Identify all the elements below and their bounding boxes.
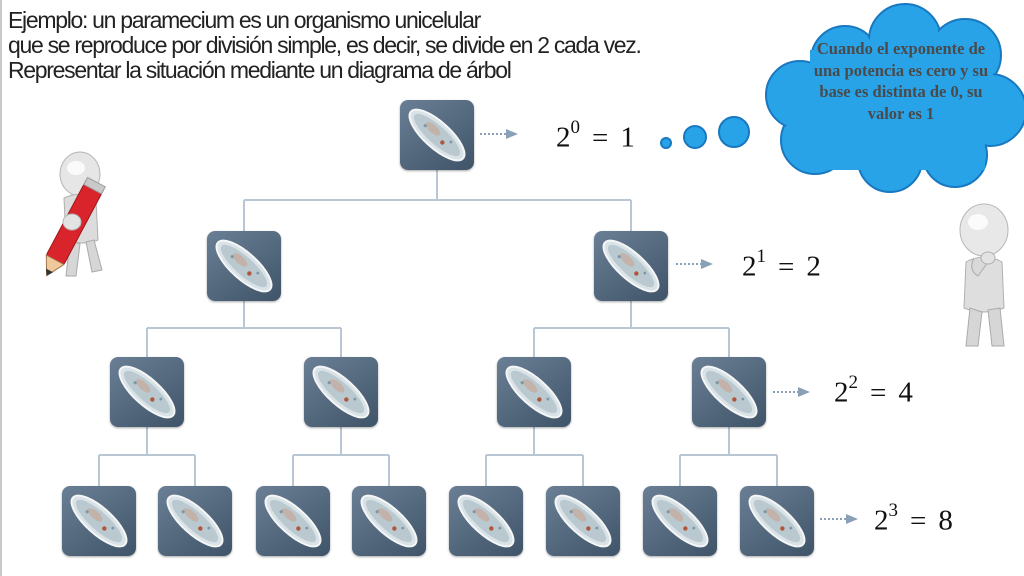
- paramecium-icon: [457, 494, 515, 548]
- paramecium-icon: [118, 365, 176, 419]
- formula-equals: =: [910, 504, 927, 537]
- node-level-3: [643, 486, 717, 556]
- node-level-2: [110, 357, 184, 427]
- intro-line-1: Ejemplo: un paramecium es un organismo u…: [8, 7, 481, 33]
- formula-exponent: 3: [888, 500, 899, 521]
- pencil-figure-icon: [45, 151, 106, 277]
- paramecium-icon: [166, 494, 224, 548]
- paramecium-icon: [264, 494, 322, 548]
- paramecium-icon: [602, 239, 660, 293]
- node-level-0: [400, 100, 474, 170]
- formula-value: 1: [620, 121, 635, 154]
- connector-lines: [98, 168, 778, 487]
- level-arrows: [480, 129, 858, 524]
- arrow-level-0: [480, 129, 518, 139]
- paramecium-icon: [312, 365, 370, 419]
- cloud-text: Cuando el exponente de una potencia es c…: [813, 39, 989, 123]
- formula-value: 8: [938, 504, 953, 537]
- paramecium-icon: [505, 365, 563, 419]
- node-level-3: [158, 486, 232, 556]
- thinking-figure-icon: [959, 203, 1009, 347]
- formula-level-0: 20 = 1: [556, 117, 635, 155]
- paramecium-icon: [215, 239, 273, 293]
- formula-base: 2: [874, 504, 889, 537]
- intro-line-3: Representar la situación mediante un dia…: [8, 57, 512, 83]
- node-level-3: [62, 486, 136, 556]
- intro-line-2: que se reproduce por división simple, es…: [8, 32, 642, 58]
- formula-base: 2: [556, 121, 571, 154]
- node-level-3: [740, 486, 814, 556]
- node-level-1: [207, 231, 281, 301]
- formula-level-3: 23 = 8: [874, 500, 953, 538]
- intro-text: Ejemplo: un paramecium es un organismo u…: [8, 8, 748, 83]
- node-level-2: [692, 357, 766, 427]
- node-level-3: [546, 486, 620, 556]
- paramecium-icon: [554, 494, 612, 548]
- node-level-3: [449, 486, 523, 556]
- paramecium-icon: [651, 494, 709, 548]
- node-level-2: [497, 357, 571, 427]
- arrow-level-1: [676, 259, 713, 269]
- formula-value: 4: [898, 376, 913, 409]
- node-level-3: [256, 486, 330, 556]
- paramecium-icon: [748, 494, 806, 548]
- arrow-level-3: [820, 514, 858, 524]
- formula-exponent: 1: [756, 246, 767, 267]
- formula-equals: =: [592, 121, 609, 154]
- paramecium-icon: [360, 494, 418, 548]
- formula-exponent: 0: [570, 117, 581, 138]
- node-level-1: [594, 231, 668, 301]
- formula-equals: =: [778, 250, 795, 283]
- formula-level-1: 21=2: [742, 246, 821, 284]
- formula-level-2: 22 = 4: [834, 372, 913, 410]
- paramecium-icon: [700, 365, 758, 419]
- formula-exponent: 2: [848, 372, 859, 393]
- formula-base: 2: [834, 376, 849, 409]
- node-level-2: [304, 357, 378, 427]
- thought-bubbles: [660, 116, 750, 149]
- left-edge-line: [0, 0, 2, 576]
- arrow-level-2: [773, 387, 810, 397]
- paramecium-icon: [70, 494, 128, 548]
- formula-value: 2: [806, 250, 821, 283]
- formula-base: 2: [742, 250, 757, 283]
- formula-equals: =: [870, 376, 887, 409]
- paramecium-icon: [408, 108, 466, 162]
- node-level-3: [352, 486, 426, 556]
